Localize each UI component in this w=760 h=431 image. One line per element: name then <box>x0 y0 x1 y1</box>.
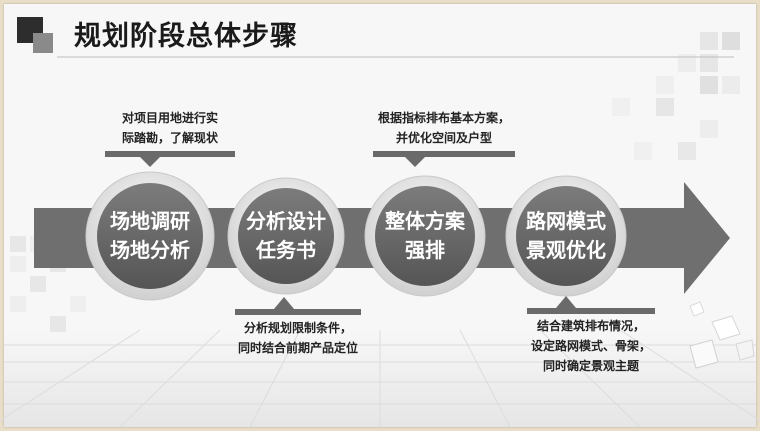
decor-cubes <box>689 301 755 369</box>
stage-4-line2: 景观优化 <box>526 238 606 262</box>
callout-bar-1 <box>105 151 235 167</box>
note-stage-1-line2: 际踏勘，了解现状 <box>121 131 218 145</box>
note-stage-4-line1: 结合建筑排布情况， <box>536 319 645 333</box>
callout-bar-3 <box>373 151 515 167</box>
stage-circle-2 <box>227 177 345 295</box>
stage-2-label: 分析设计 任务书 <box>226 207 346 265</box>
note-stage-2: 分析规划限制条件， 同时结合前期产品定位 <box>218 318 378 358</box>
note-stage-3: 根据指标排布基本方案， 并优化空间及户型 <box>364 108 524 148</box>
stage-1-label: 场地调研 场地分析 <box>90 207 210 265</box>
stage-3-line1: 整体方案 <box>385 209 465 233</box>
note-stage-4: 结合建筑排布情况， 设定路网模式、骨架， 同时确定景观主题 <box>516 316 666 376</box>
decor-squares-right <box>612 32 740 160</box>
stage-circle-3 <box>364 175 486 297</box>
stage-2-line1: 分析设计 <box>246 209 326 233</box>
stage-3-label: 整体方案 强排 <box>365 207 485 265</box>
note-stage-4-line3: 同时确定景观主题 <box>542 359 639 373</box>
note-stage-3-line2: 并优化空间及户型 <box>395 131 492 145</box>
note-stage-1: 对项目用地进行实 际踏勘，了解现状 <box>100 108 240 148</box>
note-stage-2-line1: 分析规划限制条件， <box>243 321 352 335</box>
stage-circle-4 <box>505 175 627 297</box>
stage-1-line2: 场地分析 <box>110 238 190 262</box>
stage-1-line1: 场地调研 <box>110 209 190 233</box>
note-stage-2-line2: 同时结合前期产品定位 <box>237 341 358 355</box>
callout-bar-2 <box>235 297 361 315</box>
stage-4-line1: 路网模式 <box>526 209 606 233</box>
note-stage-1-line1: 对项目用地进行实 <box>121 111 218 125</box>
title-square-light-icon <box>33 33 53 53</box>
page-title: 规划阶段总体步骤 <box>74 21 298 52</box>
callout-bar-4 <box>527 296 655 314</box>
stage-3-line2: 强排 <box>405 238 445 262</box>
stage-2-line2: 任务书 <box>256 238 316 262</box>
stage-4-label: 路网模式 景观优化 <box>506 207 626 265</box>
note-stage-3-line1: 根据指标排布基本方案， <box>377 111 510 125</box>
floor-grid <box>0 329 760 428</box>
note-stage-4-line2: 设定路网模式、骨架， <box>530 339 651 353</box>
stage-circle-1 <box>85 171 215 301</box>
